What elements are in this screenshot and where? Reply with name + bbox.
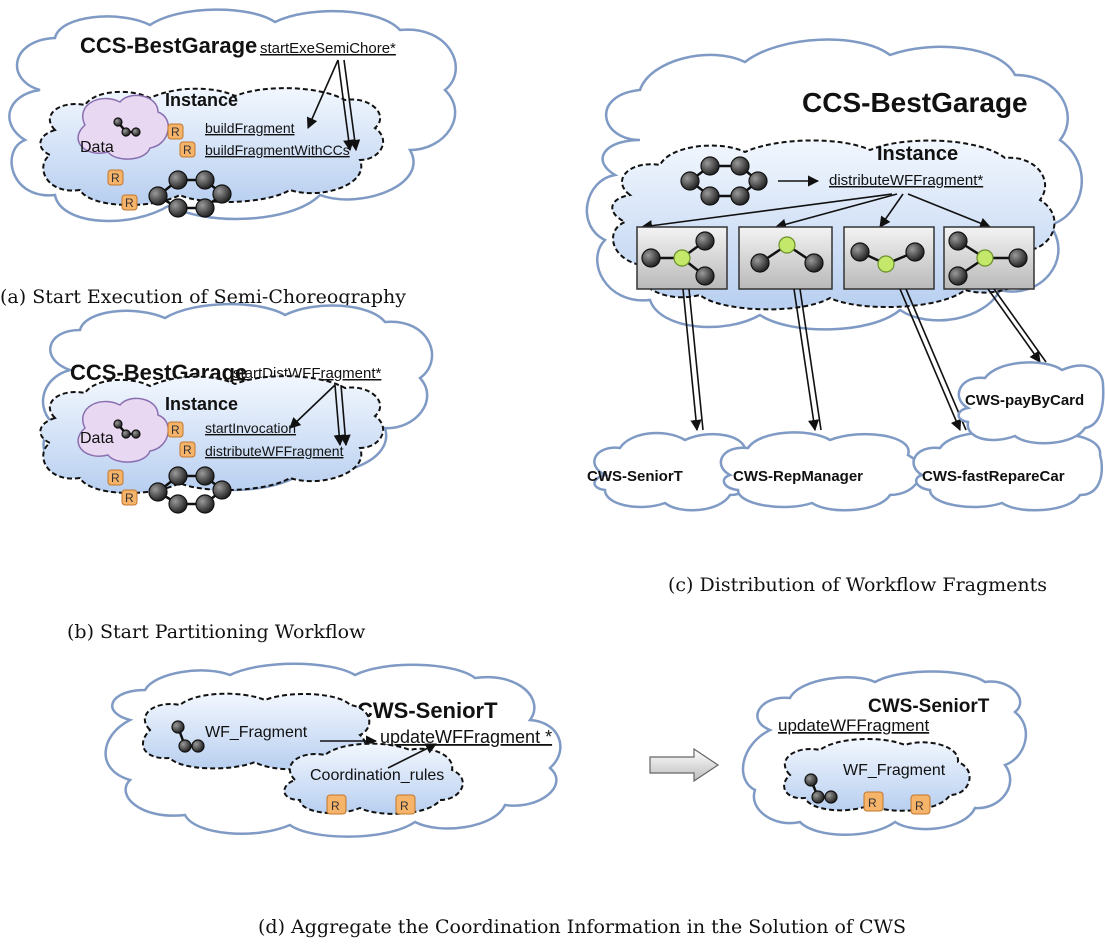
rule-box-icon: R bbox=[326, 794, 347, 815]
svg-text:R: R bbox=[125, 196, 134, 210]
svg-text:R: R bbox=[400, 799, 409, 813]
workflow-fragment-1 bbox=[636, 226, 728, 290]
mini-graph-icon bbox=[171, 720, 205, 753]
service-cloud-fastrepare bbox=[912, 431, 1104, 512]
panel-c-method[interactable]: distributeWFFragment* bbox=[829, 172, 983, 189]
panel-a-method-top[interactable]: startExeSemiChore* bbox=[260, 40, 396, 57]
panel-a-method-1[interactable]: buildFragment bbox=[205, 120, 295, 136]
arrow bbox=[682, 288, 702, 432]
svg-text:R: R bbox=[111, 171, 120, 185]
arrow bbox=[905, 288, 967, 431]
rule-box-icon: R bbox=[910, 794, 931, 815]
workflow-graph-icon bbox=[680, 156, 768, 206]
rule-box-icon: R bbox=[179, 141, 196, 158]
svg-text:R: R bbox=[331, 799, 340, 813]
transition-arrow bbox=[649, 747, 720, 783]
svg-text:R: R bbox=[915, 799, 924, 813]
panel-b-method-2[interactable]: distributeWFFragment bbox=[205, 443, 344, 459]
rule-box-icon: R bbox=[179, 441, 196, 458]
panel-d-right-title: CWS-SeniorT bbox=[868, 696, 990, 717]
arrow bbox=[899, 288, 962, 432]
arrow bbox=[337, 59, 355, 152]
panel-d-method[interactable]: updateWFFragment * bbox=[380, 727, 552, 747]
panel-a-instance: Instance bbox=[165, 90, 238, 110]
panel-c-instance: Instance bbox=[877, 143, 958, 165]
arrow bbox=[799, 288, 822, 431]
workflow-graph-icon bbox=[148, 466, 232, 514]
arrow bbox=[387, 743, 438, 769]
panel-b-data-label: Data bbox=[80, 430, 114, 447]
workflow-fragment-4 bbox=[943, 226, 1035, 290]
arrow bbox=[907, 193, 992, 229]
service-label-paybycard: CWS-payByCard bbox=[965, 392, 1084, 409]
panel-b-method-1[interactable]: startInvocation bbox=[205, 420, 296, 436]
service-label-fastrepare: CWS-fastRepareCar bbox=[922, 468, 1065, 485]
arrow bbox=[774, 193, 898, 230]
arrow bbox=[343, 59, 361, 152]
panel-d: CWS-SeniorT WF_Fragment updateWFFragment… bbox=[104, 662, 1027, 938]
arrow bbox=[640, 193, 893, 232]
panel-d-left-title: CWS-SeniorT bbox=[357, 698, 498, 723]
svg-text:R: R bbox=[125, 491, 134, 505]
panel-a-method-2[interactable]: buildFragmentWithCCs bbox=[205, 142, 350, 158]
arrow bbox=[879, 193, 904, 228]
panel-b: CCS-BestGarage startDistWFFragment* Inst… bbox=[39, 302, 434, 643]
rule-box-icon: R bbox=[121, 489, 138, 506]
panel-d-caption: (d) Aggregate the Coordination Informati… bbox=[258, 916, 906, 938]
panel-c-caption: (c) Distribution of Workflow Fragments bbox=[668, 574, 1047, 596]
arrow bbox=[993, 288, 1047, 363]
svg-text:R: R bbox=[183, 143, 192, 157]
svg-text:R: R bbox=[183, 443, 192, 457]
panel-a-title: CCS-BestGarage bbox=[80, 33, 257, 58]
panel-a-data-label: Data bbox=[80, 139, 114, 156]
svg-text:R: R bbox=[171, 125, 180, 139]
service-label-repmanager: CWS-RepManager bbox=[733, 468, 863, 485]
arrow bbox=[289, 384, 336, 429]
service-label-senior: CWS-SeniorT bbox=[587, 468, 683, 485]
panel-a-caption: (a) Start Execution of Semi-Choreography bbox=[0, 286, 406, 308]
panel-d-right-method[interactable]: updateWFFragment bbox=[778, 716, 929, 735]
workflow-graph-icon bbox=[148, 170, 232, 218]
rule-box-icon: R bbox=[395, 794, 416, 815]
panel-c: CCS-BestGarage Instance distributeWFFrag… bbox=[585, 38, 1105, 596]
mini-graph-icon bbox=[113, 419, 141, 439]
service-cloud-paybycard bbox=[957, 361, 1105, 445]
rule-box-icon: R bbox=[107, 469, 124, 486]
arrow bbox=[306, 59, 339, 130]
panel-d-wf-fragment: WF_Fragment bbox=[205, 724, 308, 741]
svg-text:R: R bbox=[111, 471, 120, 485]
workflow-fragment-2 bbox=[738, 226, 833, 290]
svg-text:R: R bbox=[868, 796, 877, 810]
workflow-fragment-3 bbox=[843, 226, 935, 290]
arrow bbox=[339, 384, 351, 447]
rule-box-icon: R bbox=[863, 791, 884, 812]
svg-text:R: R bbox=[171, 423, 180, 437]
arrow bbox=[987, 288, 1041, 363]
arrow bbox=[793, 288, 820, 432]
panel-d-right-wf-fragment: WF_Fragment bbox=[843, 762, 946, 779]
mini-graph-icon bbox=[804, 773, 838, 804]
panel-b-caption: (b) Start Partitioning Workflow bbox=[67, 621, 366, 643]
panel-a: CCS-BestGarage startExeSemiChore* Instan… bbox=[0, 8, 457, 308]
rule-box-icon: R bbox=[167, 123, 184, 140]
arrow bbox=[333, 384, 345, 447]
rule-box-icon: R bbox=[121, 194, 138, 211]
panel-b-instance: Instance bbox=[165, 394, 238, 414]
rule-box-icon: R bbox=[107, 169, 124, 186]
arrow bbox=[688, 288, 704, 431]
panel-d-coordination-rules: Coordination_rules bbox=[310, 767, 444, 784]
panel-c-title: CCS-BestGarage bbox=[802, 87, 1028, 118]
mini-graph-icon bbox=[113, 117, 141, 137]
rule-box-icon: R bbox=[167, 421, 184, 438]
